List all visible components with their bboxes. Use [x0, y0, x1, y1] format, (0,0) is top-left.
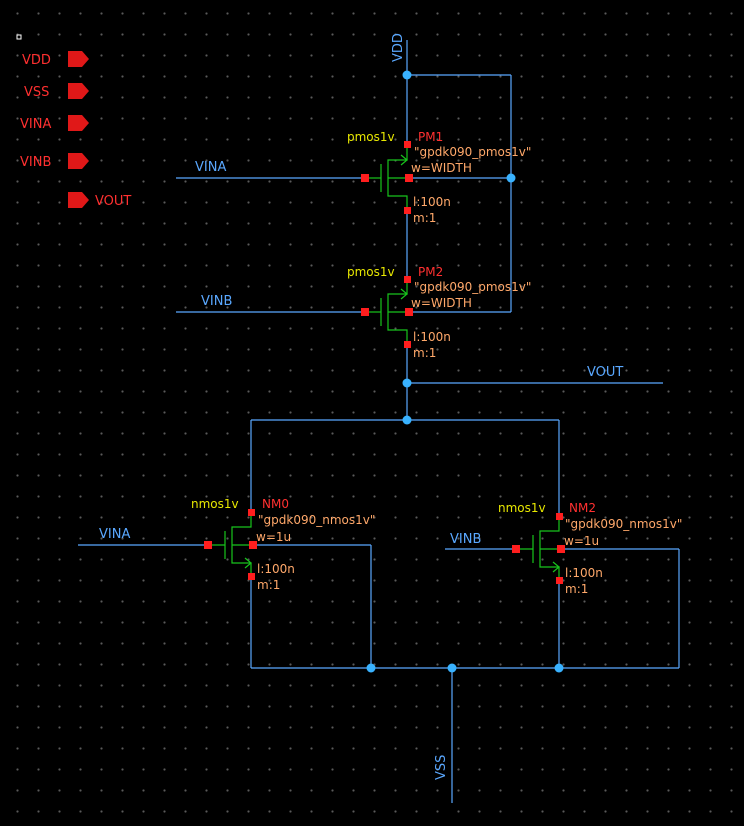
instance-name: PM1: [418, 130, 443, 144]
pin-vdd[interactable]: VDD: [22, 51, 89, 68]
model-name: "gpdk090_nmos1v": [258, 513, 375, 527]
cell-name: nmos1v: [498, 501, 546, 515]
terminal-bulk[interactable]: [405, 174, 413, 182]
param-length: l:100n: [257, 562, 295, 576]
param-multiplier: m:1: [565, 582, 588, 596]
pin-label-vinb: VINB: [20, 155, 51, 170]
arrow-icon: [400, 154, 408, 166]
pin-label-vout: VOUT: [95, 194, 131, 209]
terminal-gate[interactable]: [361, 308, 369, 316]
model-name: "gpdk090_pmos1v": [414, 280, 531, 294]
transistor-pm1[interactable]: pmos1v PM1 "gpdk090_pmos1v" w=WIDTH l:10…: [347, 130, 531, 225]
terminal-bulk[interactable]: [557, 545, 565, 553]
input-pin-icon: [68, 83, 89, 99]
instance-name: NM2: [569, 501, 596, 515]
terminal-drain[interactable]: [248, 509, 255, 516]
origin-marker: [16, 34, 22, 40]
terminal-source[interactable]: [556, 577, 563, 584]
input-pin-icon: [68, 115, 89, 131]
junction-dot: [447, 663, 457, 673]
net-label-vinb-nm2: VINB: [450, 532, 481, 547]
junction-dot: [402, 378, 412, 388]
pin-vout[interactable]: VOUT: [68, 192, 131, 209]
net-label-vdd: VDD: [391, 33, 406, 62]
model-name: "gpdk090_pmos1v": [414, 145, 531, 159]
cell-name: pmos1v: [347, 265, 395, 279]
instance-name: NM0: [262, 497, 289, 511]
param-width: w=1u: [564, 534, 599, 548]
param-multiplier: m:1: [413, 211, 436, 225]
pin-label-vss: VSS: [24, 85, 49, 100]
pin-label-vina: VINA: [20, 117, 51, 132]
pin-label-vdd: VDD: [22, 53, 51, 68]
terminal-source[interactable]: [248, 573, 255, 580]
terminal-source[interactable]: [404, 141, 411, 148]
net-label-vina-pm1: VINA: [195, 160, 226, 175]
net-label-vout: VOUT: [587, 365, 623, 380]
param-multiplier: m:1: [257, 578, 280, 592]
net-label-vina-nm0: VINA: [99, 527, 130, 542]
terminal-bulk[interactable]: [249, 541, 257, 549]
transistor-pm2[interactable]: pmos1v PM2 "gpdk090_pmos1v" w=WIDTH l:10…: [347, 265, 531, 360]
transistor-nm0[interactable]: nmos1v NM0 "gpdk090_nmos1v" w=1u l:100n …: [191, 497, 375, 592]
terminal-drain[interactable]: [404, 207, 411, 214]
instance-name: PM2: [418, 265, 443, 279]
cell-name: pmos1v: [347, 130, 395, 144]
terminal-gate[interactable]: [512, 545, 520, 553]
cell-name: nmos1v: [191, 497, 239, 511]
terminal-drain[interactable]: [556, 513, 563, 520]
junction-dot: [402, 415, 412, 425]
junction-dot: [554, 663, 564, 673]
junction-dot: [506, 173, 516, 183]
param-width: w=WIDTH: [411, 161, 472, 175]
net-label-vss: VSS: [434, 755, 449, 780]
arrow-icon: [400, 288, 408, 300]
input-pin-icon: [68, 51, 89, 67]
arrow-icon: [244, 557, 252, 569]
arrow-icon: [552, 561, 560, 573]
terminal-source[interactable]: [404, 276, 411, 283]
input-pin-icon: [68, 153, 89, 169]
param-width: w=1u: [256, 530, 291, 544]
pin-vss[interactable]: VSS: [24, 83, 89, 100]
junction-dot: [366, 663, 376, 673]
terminal-bulk[interactable]: [405, 308, 413, 316]
param-multiplier: m:1: [413, 346, 436, 360]
pin-vina[interactable]: VINA: [20, 115, 89, 132]
terminal-gate[interactable]: [204, 541, 212, 549]
terminal-gate[interactable]: [361, 174, 369, 182]
output-pin-icon: [68, 192, 89, 208]
net-label-vinb-pm2: VINB: [201, 294, 232, 309]
transistor-nm2[interactable]: nmos1v NM2 "gpdk090_nmos1v" w=1u l:100n …: [498, 501, 682, 596]
wires[interactable]: [78, 40, 680, 803]
model-name: "gpdk090_nmos1v": [565, 517, 682, 531]
param-width: w=WIDTH: [411, 296, 472, 310]
param-length: l:100n: [413, 330, 451, 344]
pin-vinb[interactable]: VINB: [20, 153, 89, 170]
junctions: [366, 70, 564, 673]
junction-dot: [402, 70, 412, 80]
param-length: l:100n: [413, 195, 451, 209]
terminal-drain[interactable]: [404, 341, 411, 348]
param-length: l:100n: [565, 566, 603, 580]
